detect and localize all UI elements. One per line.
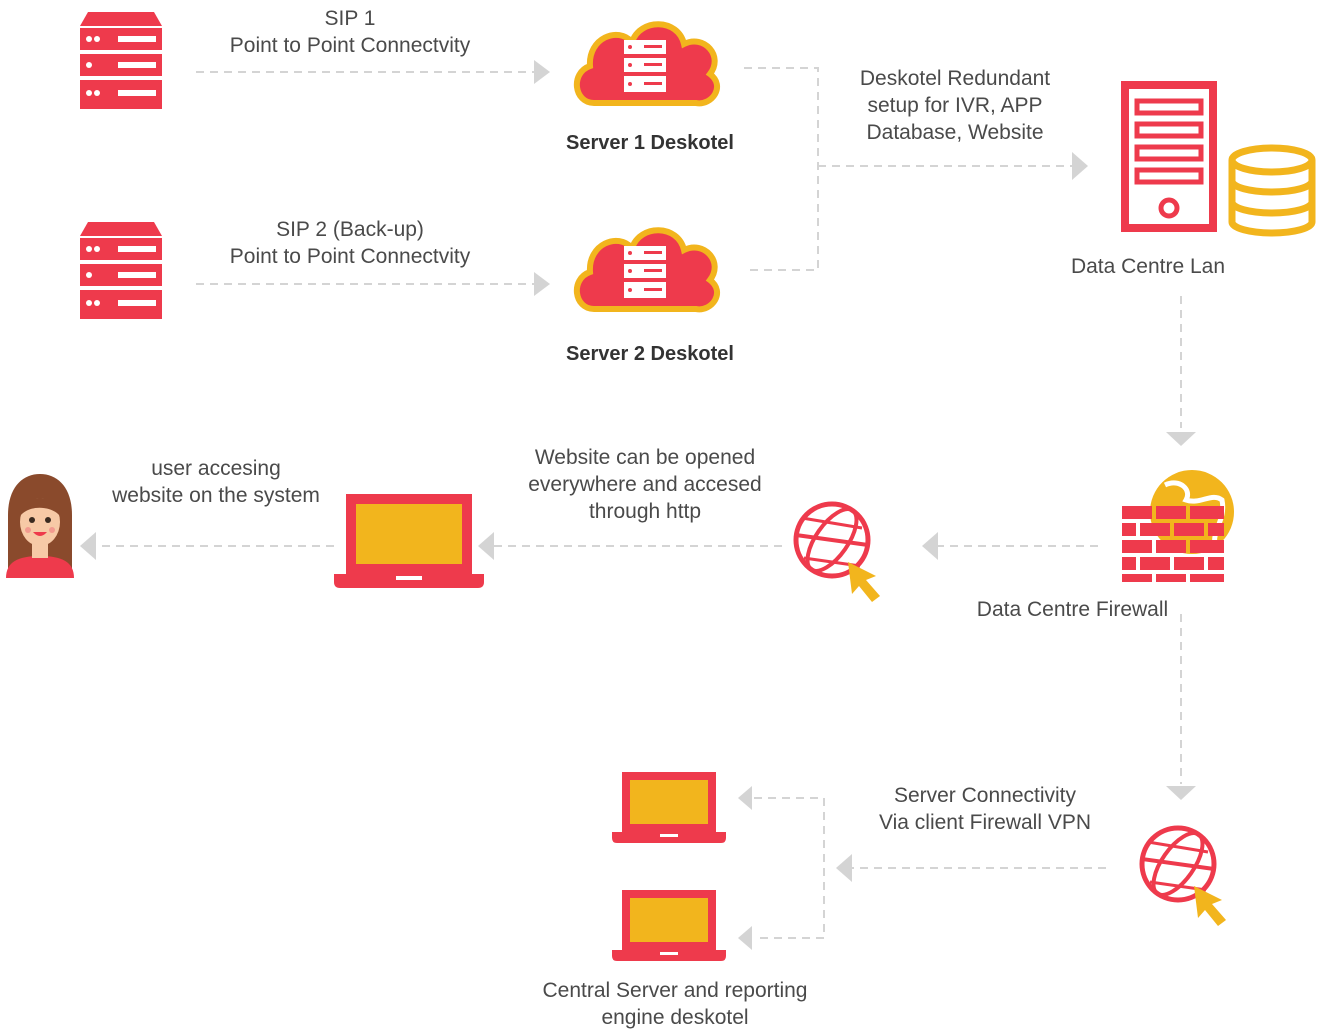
sip2-title: SIP 2 (Back-up) [276, 218, 424, 241]
website-open-line-3: through http [588, 500, 702, 523]
arrow-head [1166, 786, 1196, 800]
globe-cursor-icon [796, 501, 880, 602]
user-access-label: user accesing website on the system [96, 455, 336, 509]
central-server-label: Central Server and reporting engine desk… [510, 977, 840, 1031]
website-open-line-2: everywhere and accesed [528, 473, 762, 496]
database-icon [1228, 144, 1316, 237]
dc-firewall-label: Data Centre Firewall [976, 598, 1169, 621]
laptop-icon [612, 772, 726, 843]
redundant-setup-label: Deskotel Redundant setup for IVR, APP Da… [830, 65, 1080, 146]
cloud-server-icon [577, 24, 717, 103]
globe-cursor-icon [1142, 825, 1226, 926]
arrow-head [738, 926, 752, 950]
user-avatar-icon [6, 474, 74, 578]
arrow-head [738, 786, 752, 810]
redundant-line-2: setup for IVR, APP [867, 94, 1043, 117]
arrow-head [534, 60, 550, 84]
sip2-label: SIP 2 (Back-up) Point to Point Connectvi… [200, 216, 500, 270]
firewall-icon [1122, 470, 1234, 582]
user-access-line-2: website on the system [112, 484, 320, 507]
laptop-icon [334, 494, 484, 588]
arrow-head [1072, 152, 1088, 180]
tower-server-icon [1121, 81, 1217, 232]
sip1-title: SIP 1 [324, 7, 376, 30]
dc-lan-label: Data Centre Lan [1070, 255, 1226, 278]
cloud-server-icon [577, 230, 717, 309]
server-connectivity-label: Server Connectivity Via client Firewall … [850, 782, 1120, 836]
sip1-label: SIP 1 Point to Point Connectvity [200, 5, 500, 59]
redundant-line-1: Deskotel Redundant [859, 67, 1051, 90]
arrow-head [478, 532, 494, 560]
laptop-icon [612, 890, 726, 961]
server-rack-icon [80, 222, 162, 319]
redundant-line-3: Database, Website [866, 121, 1044, 144]
server1-label: Server 1 Deskotel [566, 132, 734, 154]
connector-server-bracket [744, 67, 819, 271]
website-open-line-1: Website can be opened [534, 446, 756, 469]
server-conn-line-2: Via client Firewall VPN [878, 811, 1092, 834]
arrow-head [1166, 432, 1196, 446]
server-conn-line-1: Server Connectivity [893, 784, 1077, 807]
arrow-head [836, 854, 852, 882]
arrow-head [534, 272, 550, 296]
arrow-head [922, 532, 938, 560]
server-rack-icon [80, 12, 162, 109]
sip2-subtitle: Point to Point Connectvity [229, 245, 471, 268]
arrow-head [80, 532, 96, 560]
user-access-line-1: user accesing [151, 457, 281, 480]
website-open-label: Website can be opened everywhere and acc… [505, 444, 785, 525]
central-line-1: Central Server and reporting [542, 979, 808, 1002]
connector-central-bracket [754, 797, 825, 939]
server2-label: Server 2 Deskotel [566, 343, 734, 365]
central-line-2: engine deskotel [601, 1006, 749, 1029]
sip1-subtitle: Point to Point Connectvity [229, 34, 471, 57]
